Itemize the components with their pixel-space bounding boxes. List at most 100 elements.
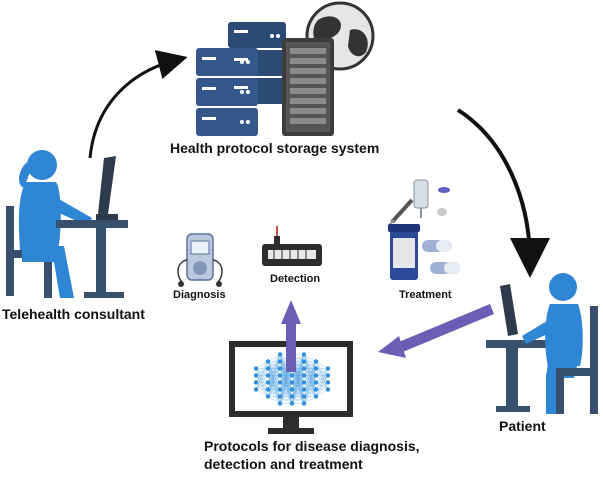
network-node [253,387,259,392]
network-node [301,387,307,392]
network-edge [303,361,317,369]
treatment-label: Treatment [399,289,452,301]
network-edge [315,382,329,397]
network-edge [279,396,293,404]
network-edge [267,368,281,397]
network-node [301,394,307,399]
network-edge [279,389,293,404]
network-node [301,359,307,364]
network-edge [255,361,269,383]
network-edge [255,361,269,390]
network-node [301,352,307,357]
network-edge [315,375,329,397]
network-node [253,366,259,371]
network-node [289,380,295,385]
network-edge [291,396,305,404]
network-edge [255,361,269,376]
patient-label: Patient [499,418,546,434]
detection-device-icon [262,226,322,266]
network-node [265,394,271,399]
network-edge [267,375,281,397]
network-edge [315,368,329,376]
network-node [265,366,271,371]
network-node [277,380,283,385]
network-edge [303,382,317,404]
network-edge [267,361,281,397]
network-node [313,366,319,371]
network-edge [291,389,305,404]
network-edge [255,375,269,390]
consultant-figure [6,150,128,298]
network-node [289,401,295,406]
network-edge [291,354,305,383]
network-node [313,394,319,399]
network-node [325,366,331,371]
network-edge [267,354,281,362]
consultant-monitor-icon [96,156,118,220]
network-node [277,352,283,357]
network-edge [279,368,293,404]
diagnosis-label: Diagnosis [173,289,226,301]
protocols-label-line2: detection and treatment [204,456,363,472]
network-node [265,373,271,378]
network-edge [315,368,329,397]
network-edge [255,361,269,369]
treatment-icon [387,179,460,280]
network-edge [267,382,281,397]
network-edge [267,389,281,397]
network-edge [303,389,317,404]
network-edge [291,375,305,404]
network-node [301,380,307,385]
network-node [325,373,331,378]
network-edge [315,389,329,397]
network-edge [255,389,269,397]
protocols-label-line1: Protocols for disease diagnosis, [204,438,420,454]
network-node [301,373,307,378]
network-edge [255,368,269,390]
network-node [289,387,295,392]
network-edge [291,382,305,404]
patient-figure [486,273,598,414]
network-node [313,380,319,385]
server-rack-icon [196,22,334,136]
network-node [301,366,307,371]
network-node [277,401,283,406]
storage-system-label: Health protocol storage system [170,140,380,156]
network-edge [315,361,329,369]
network-edge [279,382,293,404]
detection-label: Detection [270,273,321,285]
network-node [313,387,319,392]
network-node [277,394,283,399]
network-edge [303,375,317,404]
arrow-storage-to-patient [456,108,550,278]
network-edge [267,354,281,390]
network-node [301,401,307,406]
network-edge [303,368,317,404]
network-node [325,380,331,385]
network-node [277,373,283,378]
network-edge [267,354,281,383]
network-edge [303,396,317,404]
network-node [253,373,259,378]
network-node [265,380,271,385]
network-edge [303,354,317,362]
network-edge [303,361,317,397]
arrow-consultant-to-storage [88,50,188,159]
network-node [313,359,319,364]
network-edge [255,382,269,390]
network-edge [291,368,305,404]
network-node [289,373,295,378]
network-edge [303,361,317,383]
network-edge [303,361,317,390]
network-node [265,359,271,364]
network-node [277,359,283,364]
network-edge [315,368,329,383]
network-node [277,387,283,392]
network-node [289,394,295,399]
network-node [325,387,331,392]
network-node [265,387,271,392]
patient-monitor-icon [500,284,518,336]
network-edge [291,354,305,390]
consultant-label: Telehealth consultant [2,306,145,322]
